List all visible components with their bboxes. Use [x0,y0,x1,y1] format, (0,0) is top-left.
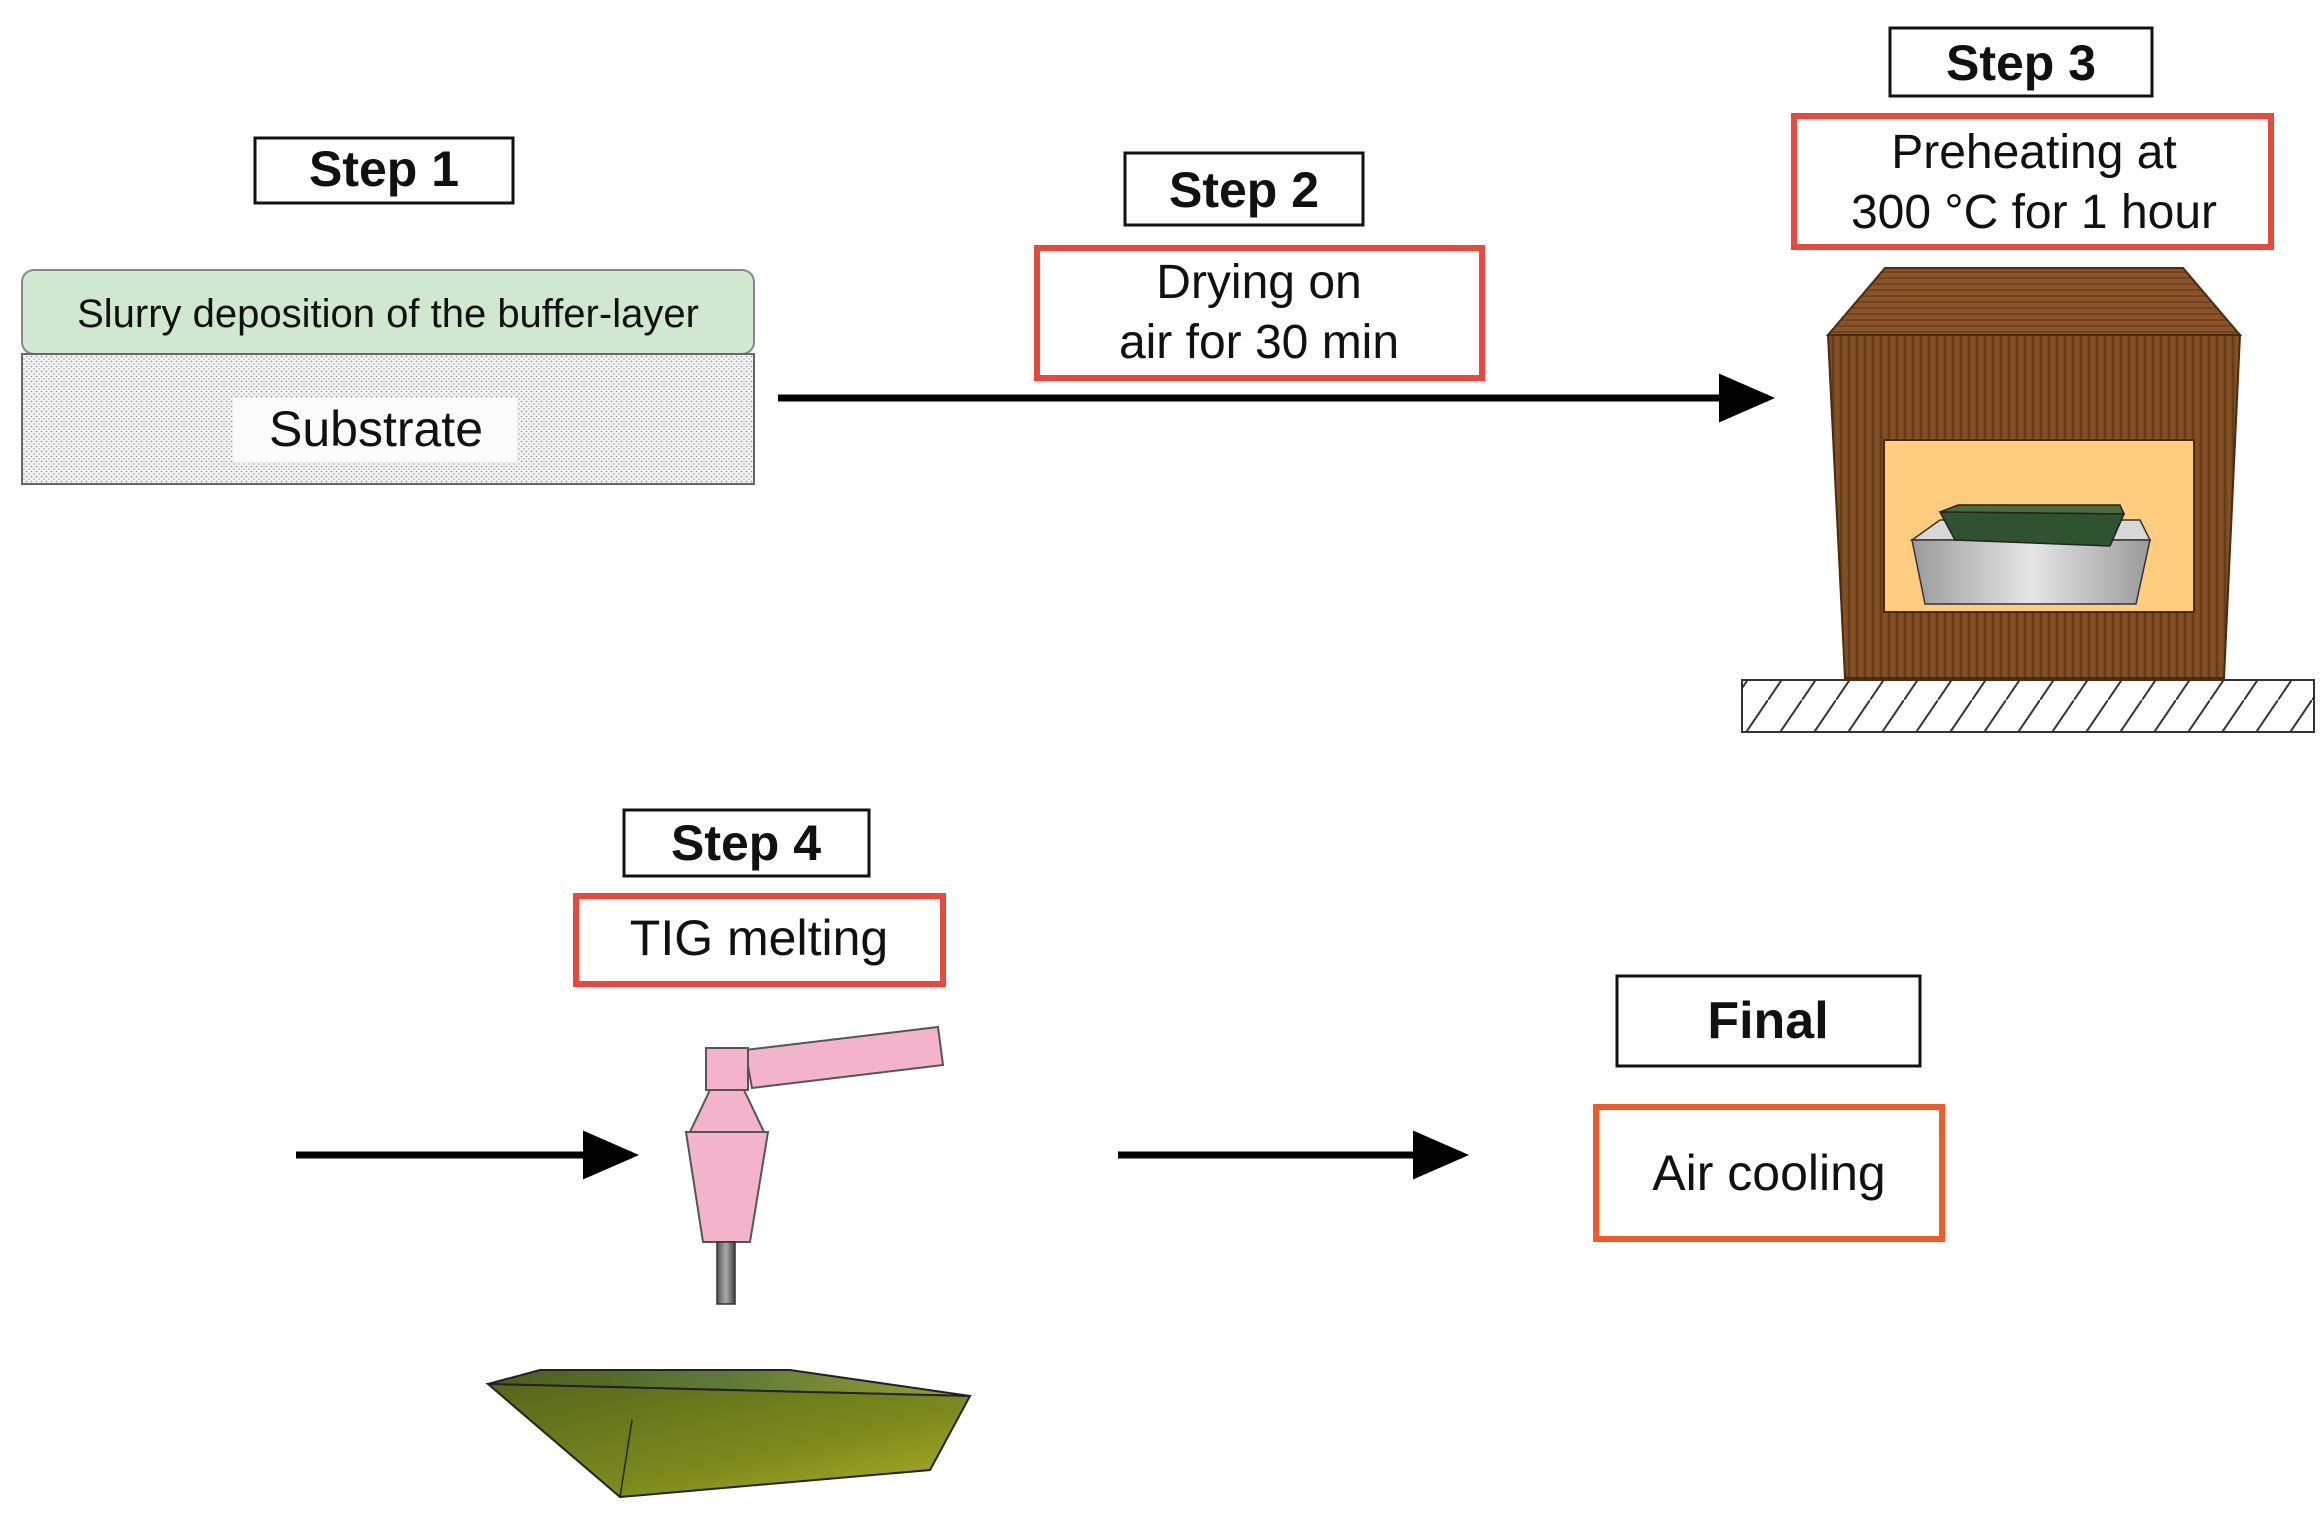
step2-desc-line2: air for 30 min [1119,316,1399,369]
step2-desc-line1: Drying on [1156,256,1361,309]
step3-desc-box [1791,113,2274,250]
final-desc-box [1593,1104,1945,1242]
step4-label: Step 4 [671,815,821,871]
step1-group: Step 1 Slurry deposition of the buffer-l… [21,136,755,485]
step2-label-box [1123,151,1365,227]
final-desc: Air cooling [1652,1145,1885,1201]
substrate-label-bg [233,398,517,462]
final-label: Final [1707,992,1828,1050]
final-label-box [1615,974,1922,1068]
step3-group: Step 3 Preheating at 300 °C for 1 hour [1741,26,2315,733]
step3-desc-line1: Preheating at [1891,126,2177,179]
step2-desc-box [1034,245,1485,381]
step3-label: Step 3 [1946,35,2096,91]
step4-desc: TIG melting [630,910,888,966]
tig-torch-icon [684,1025,945,1305]
step2-group: Step 2 Drying on air for 30 min [1034,151,1485,381]
substrate-label: Substrate [269,401,483,457]
step4-desc-box [573,893,946,987]
step2-label: Step 2 [1169,162,1319,218]
step1-label: Step 1 [309,141,459,197]
step4-label-box [622,808,871,878]
step3-label-box [1888,26,2154,98]
step3-desc-line2: 300 °C for 1 hour [1851,186,2217,239]
step4-group: Step 4 TIG melting [296,808,1469,1499]
hatched-ground [1741,679,2315,733]
oven-icon [1825,267,2243,679]
workpiece-block [485,1369,972,1499]
final-group: Final Air cooling [1593,974,1945,1242]
buffer-layer-text: Slurry deposition of the buffer-layer [77,292,699,336]
step1-label-box [253,136,515,205]
